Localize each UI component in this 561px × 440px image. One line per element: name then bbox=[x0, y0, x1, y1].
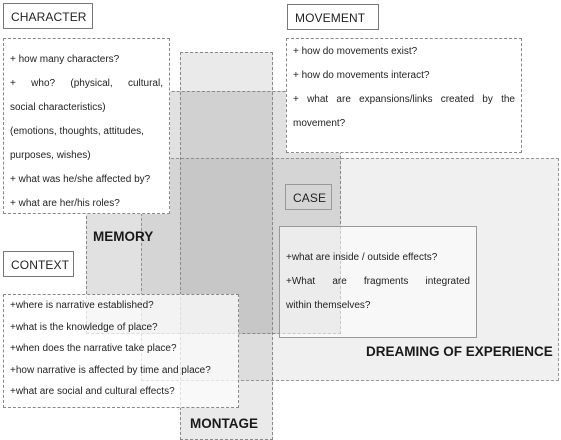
movement-title-box: MOVEMENT bbox=[287, 4, 379, 30]
dreaming-of-experience-label: DREAMING OF EXPERIENCE bbox=[366, 344, 553, 359]
movement-questions-box: + how do movements exist? + how do movem… bbox=[286, 38, 522, 153]
case-question: within themselves? bbox=[286, 300, 371, 311]
memory-label: MEMORY bbox=[93, 229, 154, 244]
montage-label: MONTAGE bbox=[190, 416, 258, 431]
context-title: CONTEXT bbox=[11, 258, 70, 272]
case-questions-box: +what are inside / outside effects? +Wha… bbox=[279, 226, 477, 338]
character-question: purposes, wishes) bbox=[10, 150, 91, 161]
movement-question: + how do movements exist? bbox=[293, 46, 418, 57]
case-question: +What are fragments integrated bbox=[286, 276, 470, 287]
movement-question: + what are expansions/links created by t… bbox=[293, 94, 515, 105]
character-title: CHARACTER bbox=[11, 10, 87, 24]
character-title-box: CHARACTER bbox=[3, 3, 93, 29]
context-question: +what are social and cultural effects? bbox=[10, 386, 175, 397]
context-question: +where is narrative established? bbox=[10, 300, 154, 311]
character-question: (emotions, thoughts, attitudes, bbox=[10, 126, 144, 137]
case-question: +what are inside / outside effects? bbox=[286, 252, 438, 263]
context-question: +what is the knowledge of place? bbox=[10, 321, 158, 333]
movement-title: MOVEMENT bbox=[295, 11, 366, 25]
character-question-list: + how many characters? + who? (physical,… bbox=[4, 39, 169, 216]
context-question-list: +where is narrative established? +what i… bbox=[4, 295, 238, 403]
character-question: + what was he/she affected by? bbox=[10, 174, 151, 185]
movement-question: + how do movements interact? bbox=[293, 70, 430, 81]
character-question: social characteristics) bbox=[10, 102, 106, 113]
context-title-box: CONTEXT bbox=[3, 251, 74, 277]
case-question-list: +what are inside / outside effects? +Wha… bbox=[280, 227, 476, 318]
character-question: + who? (physical, cultural, bbox=[10, 78, 163, 89]
character-question: + how many characters? bbox=[10, 54, 120, 65]
movement-question: movement? bbox=[293, 118, 346, 129]
case-title: CASE bbox=[293, 191, 327, 205]
context-question: +how narrative is affected by time and p… bbox=[10, 364, 211, 376]
character-question: + what are her/his roles? bbox=[10, 198, 120, 209]
movement-question-list: + how do movements exist? + how do movem… bbox=[287, 39, 521, 136]
character-questions-box: + how many characters? + who? (physical,… bbox=[3, 38, 170, 214]
case-title-box: CASE bbox=[285, 184, 332, 210]
context-questions-box: +where is narrative established? +what i… bbox=[3, 294, 239, 408]
context-question: +when does the narrative take place? bbox=[10, 343, 177, 354]
